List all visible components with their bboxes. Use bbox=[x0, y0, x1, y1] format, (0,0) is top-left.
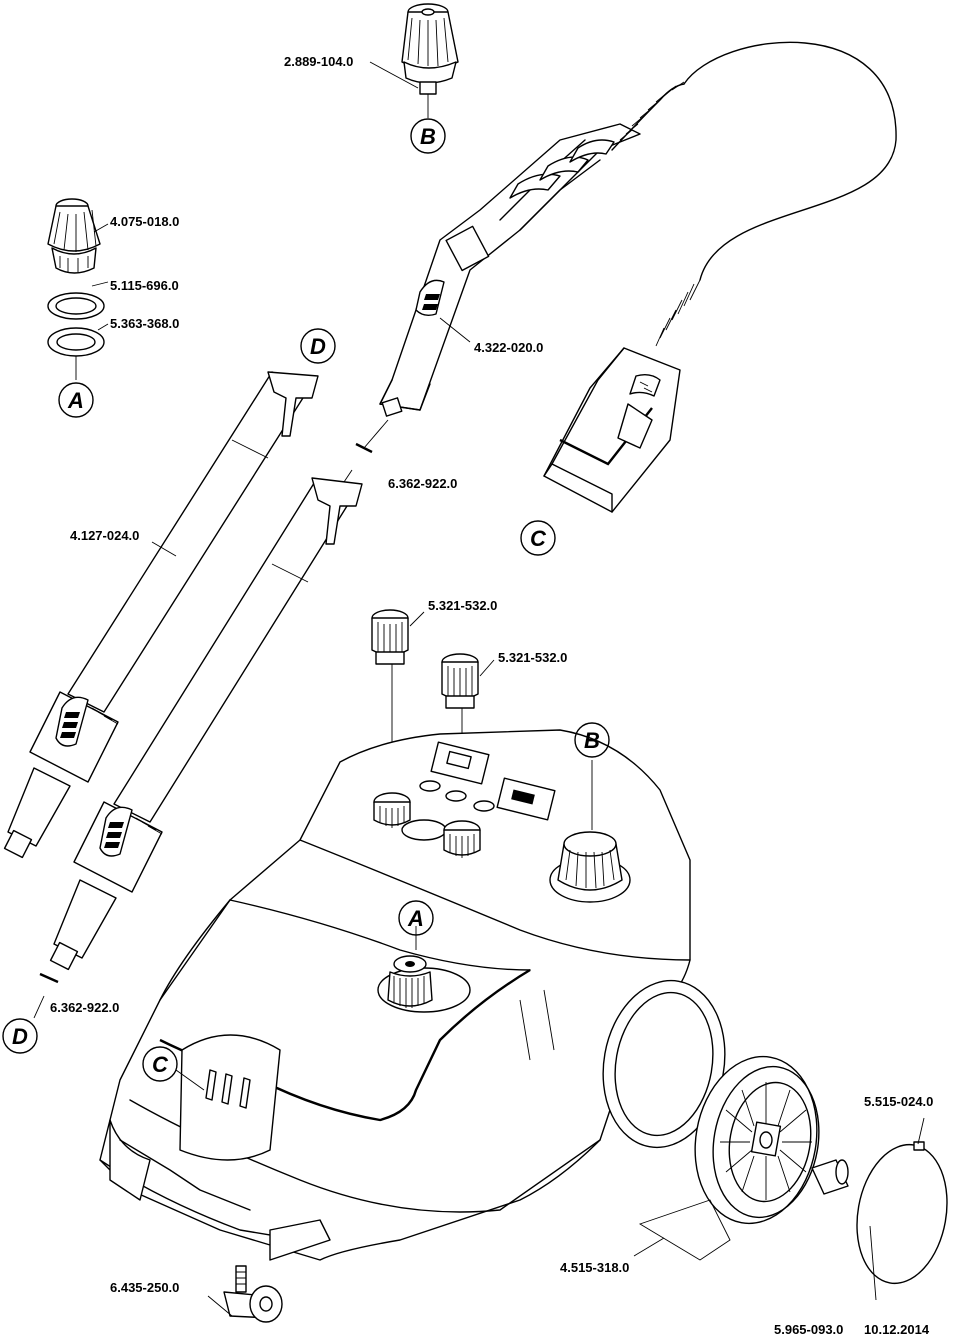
castor-wheel-part bbox=[223, 1265, 283, 1323]
steam-regulator-knob-part bbox=[47, 198, 101, 274]
callout-c-right: C bbox=[520, 520, 556, 556]
label-5321-532-a: 5.321-532.0 bbox=[428, 598, 497, 613]
svg-text:D: D bbox=[310, 334, 326, 359]
label-5515-024: 5.515-024.0 bbox=[864, 1094, 933, 1109]
control-knob-part bbox=[401, 3, 459, 95]
label-6435-250: 6.435-250.0 bbox=[110, 1280, 179, 1295]
washer-ring-part bbox=[47, 292, 105, 320]
wheel-part bbox=[694, 1055, 820, 1225]
callout-d-top: D bbox=[300, 328, 336, 364]
svg-text:B: B bbox=[584, 728, 600, 753]
steam-hose-connector-part bbox=[543, 279, 701, 513]
rotary-switch-knob-part bbox=[441, 653, 479, 709]
label-6362-922-top: 6.362-922.0 bbox=[388, 476, 457, 491]
label-2889-104: 2.889-104.0 bbox=[284, 54, 353, 69]
extension-tube-part bbox=[49, 477, 363, 971]
o-ring-part bbox=[47, 327, 105, 357]
svg-text:C: C bbox=[530, 526, 547, 551]
svg-text:A: A bbox=[67, 388, 84, 413]
document-date: 10.12.2014 bbox=[864, 1322, 930, 1337]
callout-c-body: C bbox=[142, 1046, 178, 1082]
callout-a-body: A bbox=[398, 900, 434, 936]
svg-text:C: C bbox=[152, 1052, 169, 1077]
label-4127-024: 4.127-024.0 bbox=[70, 528, 139, 543]
callout-a-left: A bbox=[58, 382, 94, 418]
label-6362-922-bottom: 6.362-922.0 bbox=[50, 1000, 119, 1015]
label-5363-368: 5.363-368.0 bbox=[110, 316, 179, 331]
rear-wheel-part bbox=[602, 979, 726, 1149]
label-5321-532-b: 5.321-532.0 bbox=[498, 650, 567, 665]
extension-tube-part bbox=[3, 371, 319, 859]
callout-d-bottom: D bbox=[2, 1018, 38, 1054]
document-number: 5.965-093.0 bbox=[774, 1322, 843, 1337]
svg-text:B: B bbox=[420, 124, 436, 149]
label-4322-020: 4.322-020.0 bbox=[474, 340, 543, 355]
label-5115-696: 5.115-696.0 bbox=[110, 278, 179, 293]
rotary-switch-knob-part bbox=[371, 609, 409, 665]
axle-pin-part bbox=[811, 1159, 849, 1195]
steam-gun-handle-part bbox=[379, 81, 685, 417]
callout-b-body: B bbox=[574, 722, 610, 758]
hub-cap-part bbox=[856, 1141, 948, 1301]
steam-cleaner-body bbox=[99, 729, 691, 1261]
svg-text:A: A bbox=[407, 906, 424, 931]
label-4075-018: 4.075-018.0 bbox=[110, 214, 179, 229]
label-4515-318: 4.515-318.0 bbox=[560, 1260, 629, 1275]
callout-b-top: B bbox=[410, 118, 446, 154]
svg-text:D: D bbox=[12, 1024, 28, 1049]
